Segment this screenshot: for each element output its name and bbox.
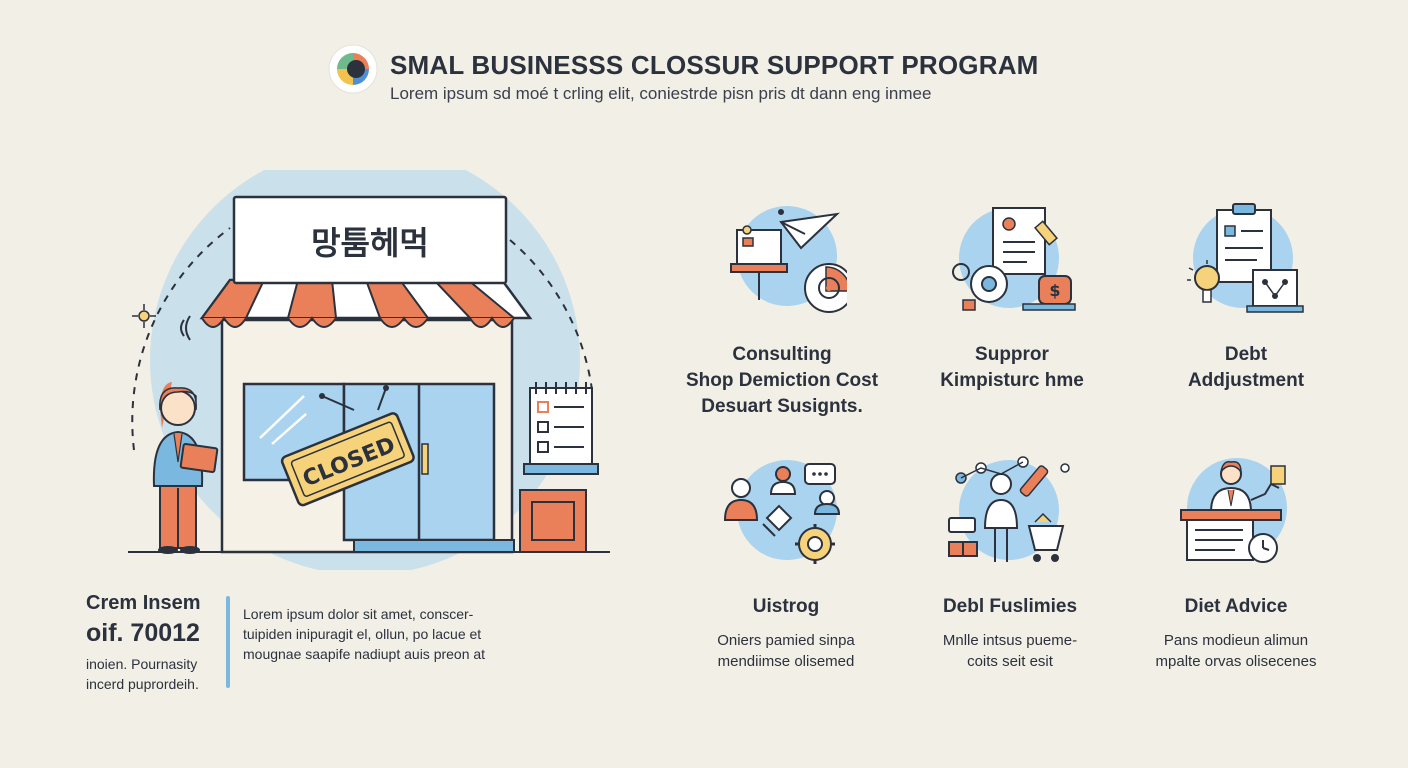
- card-title: Debl Fuslimies: [942, 596, 1078, 617]
- header: SMAL BUSINESSS CLOSSUR SUPPORT PROGRAM L…: [328, 44, 1048, 104]
- stat-caption: incerd puprordeih.: [86, 676, 199, 692]
- shop-sign-text: 망툼헤먹: [311, 224, 429, 262]
- card-title: Diet Advice: [1184, 596, 1288, 617]
- support-documents-icon: $: [952, 207, 1076, 311]
- card-description: Mnlle intsus pueme- coits seit esit: [942, 632, 1078, 670]
- card-debt-adjustment: Debt Addjustment: [1136, 200, 1356, 394]
- card-families: Debl Fuslimies Mnlle intsus pueme- coits…: [900, 454, 1120, 672]
- circle-logo-icon: [328, 44, 378, 94]
- stat-value: oif. 70012: [86, 619, 200, 647]
- card-description: Pans modieun alimun mpalte orvas olisece…: [1155, 632, 1317, 670]
- person-shopping-cart-icon: [948, 456, 1070, 562]
- divider: [226, 596, 230, 688]
- shop-sign: [232, 195, 508, 285]
- svg-text:$: $: [1049, 281, 1060, 300]
- card-consulting: Consulting Shop Demiction Cost Desuart S…: [672, 200, 892, 420]
- card-title: Uistrog: [752, 596, 820, 617]
- people-network-icon: [723, 460, 841, 564]
- consulting-easel-icon: [730, 206, 847, 313]
- card-support: $ Suppror Kimpisturc hme: [902, 200, 1122, 394]
- person-with-tablet-icon: [152, 382, 219, 554]
- card-advice: Diet Advice Pans modieun alimun mpalte o…: [1126, 454, 1346, 672]
- debt-clipboard-icon: [1187, 203, 1304, 313]
- stat-caption: inoien. Pournasity: [86, 656, 198, 672]
- page-title: SMAL BUSINESSS CLOSSUR SUPPORT PROGRAM: [390, 50, 1039, 80]
- storefront-illustration: 망툼헤먹 CLOSED: [128, 170, 610, 570]
- stat-label: Crem Insem: [86, 592, 201, 614]
- stat-block: Crem Insem oif. 70012 inoien. Pournasity…: [86, 592, 226, 694]
- awning-icon: [199, 278, 533, 328]
- box-icon: [519, 489, 587, 553]
- stat-description: Lorem ipsum dolor sit amet, conscer- tui…: [243, 606, 486, 662]
- card-title: Suppror Kimpisturc hme: [940, 344, 1084, 391]
- advisor-desk-icon: [1180, 458, 1287, 563]
- card-network: Uistrog Oniers pamied sinpa mendiimse ol…: [676, 454, 896, 672]
- checklist-clipboard-icon: [523, 382, 599, 475]
- sparkle-icon: [132, 304, 156, 328]
- card-description: Oniers pamied sinpa mendiimse olisemed: [717, 632, 855, 670]
- page-subtitle: Lorem ipsum sd moé t crling elit, conies…: [390, 84, 932, 103]
- card-title: Consulting Shop Demiction Cost Desuart S…: [685, 344, 879, 417]
- card-title: Debt Addjustment: [1187, 344, 1305, 391]
